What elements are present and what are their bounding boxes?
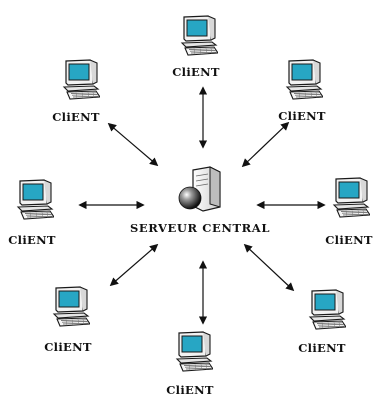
- client-right: CliENT: [325, 177, 373, 247]
- computer-icon: [176, 331, 213, 372]
- connections: [78, 86, 326, 325]
- central-server: SERVEUR CENTRAL: [130, 166, 270, 235]
- client-top-right: CliENT: [278, 59, 326, 123]
- client-bottom: CliENT: [166, 331, 214, 397]
- computer-icon: [181, 15, 218, 56]
- client-label: CliENT: [172, 65, 220, 79]
- computer-icon: [333, 177, 370, 218]
- client-label: CliENT: [44, 340, 92, 354]
- computer-icon: [53, 286, 90, 327]
- computer-icon: [309, 289, 346, 330]
- client-label: CliENT: [52, 110, 100, 124]
- client-bottom-right: CliENT: [298, 289, 346, 355]
- arrow-bottom-left: [109, 243, 159, 287]
- client-top-left: CliENT: [52, 59, 100, 124]
- arrow-top-left: [107, 122, 159, 167]
- computer-icon: [17, 179, 54, 220]
- server-icon: [178, 166, 221, 212]
- computer-icon: [63, 59, 100, 100]
- client-label: CliENT: [325, 233, 373, 247]
- client-top: CliENT: [172, 15, 220, 79]
- client-label: CliENT: [166, 383, 214, 397]
- client-bottom-left: CliENT: [44, 286, 92, 354]
- arrow-bottom-right: [243, 243, 295, 292]
- client-label: CliENT: [8, 233, 56, 247]
- arrow-top-right: [241, 121, 290, 168]
- client-label: CliENT: [278, 109, 326, 123]
- client-left: CliENT: [8, 179, 56, 247]
- client-label: CliENT: [298, 341, 346, 355]
- server-label: SERVEUR CENTRAL: [130, 221, 270, 235]
- computer-icon: [286, 59, 323, 100]
